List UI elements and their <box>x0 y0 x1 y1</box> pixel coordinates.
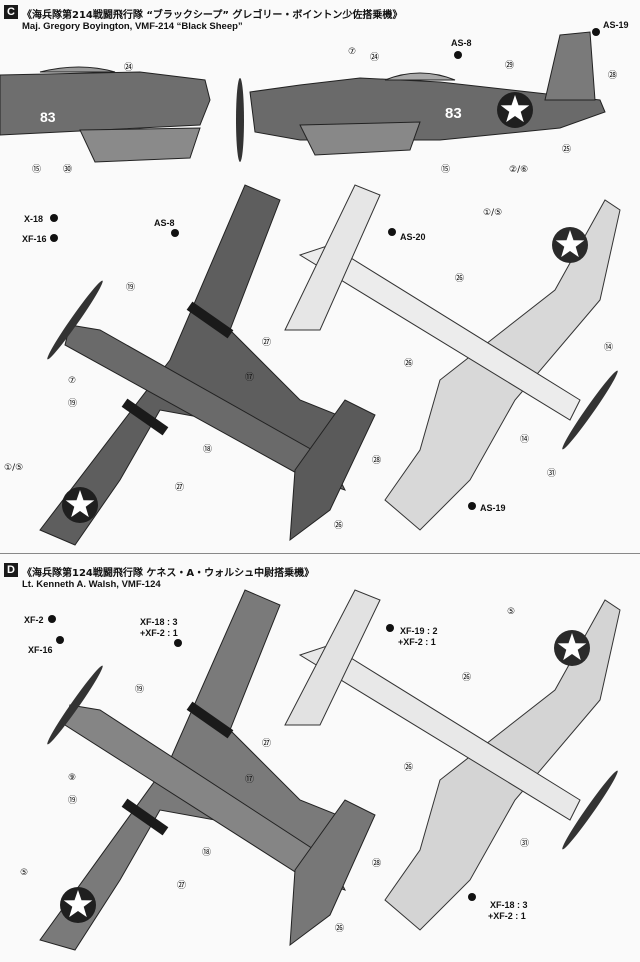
c-callout-17a: ⑰ <box>245 372 254 383</box>
c-paint-as19-top: AS-19 <box>603 20 629 30</box>
c-side-view: 83 ⑦ ㉔ ㉙ ㉘ ㉕ ②/⑥ ⑮ AS-19 AS-8 <box>236 20 629 175</box>
d-bottom-view: ⑤ ㉖ ㉖ ㉛ XF-19 : 2 +XF-2 : 1 XF-18 : 3 +X… <box>284 589 621 931</box>
d-callout-28: ㉘ <box>372 858 381 869</box>
c-paint-x18: X-18 <box>24 214 43 224</box>
d-callout-27b: ㉗ <box>177 880 186 891</box>
d-paint-xf19-b: +XF-2 : 1 <box>398 637 436 647</box>
c-propeller <box>236 78 244 162</box>
section-d-title-en: Lt. Kenneth A. Walsh, VMF-124 <box>22 579 161 590</box>
d-top-view: ⑲ ㉗ ⑨ ⑰ ⑲ ⑱ ⑤ ㉗ ㉘ ㉖ XF-2 XF-16 XF-18 : 3… <box>20 589 381 951</box>
section-c-title-en: Maj. Gregory Boyington, VMF-214 “Black S… <box>22 21 243 32</box>
c-callout-28a: ㉘ <box>608 70 617 81</box>
c-paint-as8-plan: AS-8 <box>154 218 175 228</box>
section-divider <box>0 553 640 554</box>
c-callout-25: ㉕ <box>562 144 571 155</box>
c-paint-as20: AS-20 <box>400 232 426 242</box>
c-callout-19b: ⑲ <box>68 398 77 409</box>
c-paint-as19-bottom: AS-19 <box>480 503 506 513</box>
c-callout-26c: ㉖ <box>404 358 413 369</box>
section-d-badge: D <box>4 563 18 577</box>
c-callout-7b: ⑦ <box>68 376 76 386</box>
c-callout-24b: ㉔ <box>370 52 379 63</box>
d-callout-9: ⑨ <box>68 773 76 783</box>
c-callout-26b: ㉖ <box>455 273 464 284</box>
c-side-number-right: 83 <box>445 105 462 122</box>
c-side-number-left: 83 <box>40 109 56 125</box>
d-paint-xf18-top-b: +XF-2 : 1 <box>140 628 178 638</box>
d-callout-26c: ㉖ <box>404 762 413 773</box>
d-callout-17: ⑰ <box>245 774 254 785</box>
d-callout-27a: ㉗ <box>262 738 271 749</box>
c-callout-15a: ⑮ <box>32 164 41 175</box>
d-callout-26b: ㉖ <box>462 672 471 683</box>
c-bottom-view: ①/⑤ ㉖ ⑭ ㉖ ⑭ ㉛ AS-20 AS-19 <box>284 184 621 531</box>
d-callout-19b: ⑲ <box>68 795 77 806</box>
section-c-title-jp: 《海兵隊第214戦闘飛行隊 “ブラックシープ” グレゴリー・ボイントン少佐搭乗機… <box>22 10 403 21</box>
c-top-view: ⑲ ㉗ ⑦ ⑰ ⑲ ⑱ ①/⑤ ㉗ ㉘ ㉖ X-18 XF-16 AS-8 <box>4 184 381 546</box>
d-paint-xf18-bot-b: +XF-2 : 1 <box>488 911 526 921</box>
c-callout-31a: ㉛ <box>547 468 556 479</box>
c-callout-14a: ⑭ <box>604 342 613 353</box>
c-callout-19a: ⑲ <box>126 282 135 293</box>
d-callout-5b: ⑤ <box>507 607 515 617</box>
d-callout-31: ㉛ <box>520 838 529 849</box>
c-callout-27b: ㉗ <box>175 482 184 493</box>
section-d-title-jp: 《海兵隊第124戦闘飛行隊 ケネス・A・ウォルシュ中尉搭乗機》 <box>22 568 315 579</box>
c-callout-14b: ⑭ <box>520 434 529 445</box>
c-callout-28b: ㉘ <box>372 455 381 466</box>
section-c-badge: C <box>4 5 18 19</box>
d-paint-xf2: XF-2 <box>24 615 44 625</box>
d-paint-xf18-top-a: XF-18 : 3 <box>140 617 178 627</box>
d-paint-xf16: XF-16 <box>28 645 53 655</box>
c-callout-15b: ⑮ <box>441 164 450 175</box>
c-callout-26a: ㉖ <box>334 520 343 531</box>
d-paint-xf19-a: XF-19 : 2 <box>400 626 438 636</box>
c-callout-24a: ㉔ <box>124 62 133 73</box>
c-callout-7a: ⑦ <box>348 47 356 57</box>
c-callout-1-5a: ①/⑤ <box>4 463 23 473</box>
c-paint-xf16: XF-16 <box>22 234 47 244</box>
d-paint-xf18-bot-a: XF-18 : 3 <box>490 900 528 910</box>
d-callout-19a: ⑲ <box>135 684 144 695</box>
c-callout-27a: ㉗ <box>262 337 271 348</box>
c-callout-2-6: ②/⑥ <box>509 165 528 175</box>
c-side-view-partial: 83 ㉔ ⑮ ㉚ <box>0 62 211 175</box>
c-callout-18a: ⑱ <box>203 444 212 455</box>
c-callout-30: ㉚ <box>63 164 72 175</box>
d-callout-26a: ㉖ <box>335 923 344 934</box>
c-paint-as8-top: AS-8 <box>451 38 472 48</box>
c-callout-29: ㉙ <box>505 60 514 71</box>
c-callout-1-5b: ①/⑤ <box>483 208 502 218</box>
d-callout-18: ⑱ <box>202 847 211 858</box>
d-callout-5a: ⑤ <box>20 868 28 878</box>
